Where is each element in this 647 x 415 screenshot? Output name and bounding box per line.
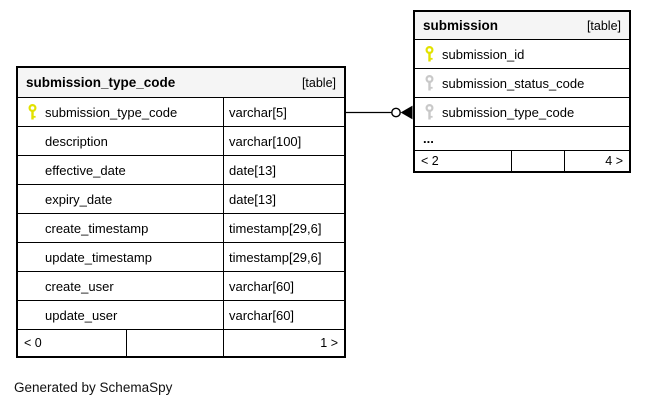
footer-middle-cell [512, 151, 565, 171]
table-title[interactable]: submission [423, 18, 499, 33]
relationship-arrowhead [400, 105, 413, 120]
column-name: effective_date [45, 162, 126, 178]
column-type: date[13] [229, 191, 276, 207]
table-node-submission: submission [table] submission_id [413, 10, 631, 173]
footer-parents-count: 4 > [605, 154, 623, 168]
column-type: varchar[100] [229, 133, 302, 149]
column-name: update_user [45, 307, 118, 323]
column-type: date[13] [229, 162, 276, 178]
table-row: expiry_date date[13] [18, 185, 344, 214]
table-row: update_user varchar[60] [18, 301, 344, 330]
table-row: submission_id [415, 40, 629, 69]
footer-children-count: < 0 [18, 330, 127, 356]
table-row: create_timestamp timestamp[29,6] [18, 214, 344, 243]
column-name: create_timestamp [45, 220, 149, 236]
table-row: description varchar[100] [18, 127, 344, 156]
table-footer: < 0 1 > [18, 330, 344, 356]
column-name: update_timestamp [45, 249, 152, 265]
relationship-circle-end [391, 107, 401, 118]
table-row: update_timestamp timestamp[29,6] [18, 243, 344, 272]
primary-key-icon [26, 104, 38, 120]
column-type: varchar[60] [229, 278, 295, 294]
footer-middle-cell [127, 330, 224, 356]
foreign-key-icon [423, 75, 435, 91]
footer-children-count: < 2 [415, 151, 512, 171]
foreign-key-icon [423, 104, 435, 120]
table-row: submission_type_code [415, 98, 629, 127]
column-name: submission_type_code [45, 104, 178, 120]
table-badge: [table] [586, 18, 621, 33]
table-title[interactable]: submission_type_code [26, 75, 176, 90]
table-row: submission_type_code varchar[5] [18, 98, 344, 127]
table-node-submission-type-code: submission_type_code [table] submission_… [16, 66, 346, 358]
column-name: submission_status_code [442, 75, 585, 91]
column-type: timestamp[29,6] [229, 249, 322, 265]
generator-note: Generated by SchemaSpy [14, 380, 173, 395]
footer-parents-count: 1 > [320, 336, 338, 350]
table-row: submission_status_code [415, 69, 629, 98]
column-name: expiry_date [45, 191, 113, 207]
column-type: varchar[60] [229, 307, 295, 323]
column-name: submission_type_code [442, 104, 575, 120]
table-header: submission_type_code [table] [18, 68, 344, 98]
column-name: description [45, 133, 108, 149]
table-badge: [table] [301, 75, 336, 90]
table-footer: < 2 4 > [415, 151, 629, 171]
primary-key-icon [423, 46, 435, 62]
table-row: effective_date date[13] [18, 156, 344, 185]
table-row: create_user varchar[60] [18, 272, 344, 301]
column-type: varchar[5] [229, 104, 287, 120]
hidden-columns-ellipsis: ... [415, 127, 629, 151]
column-name: submission_id [442, 46, 525, 62]
column-type: timestamp[29,6] [229, 220, 322, 236]
table-header: submission [table] [415, 12, 629, 40]
column-name: create_user [45, 278, 114, 294]
